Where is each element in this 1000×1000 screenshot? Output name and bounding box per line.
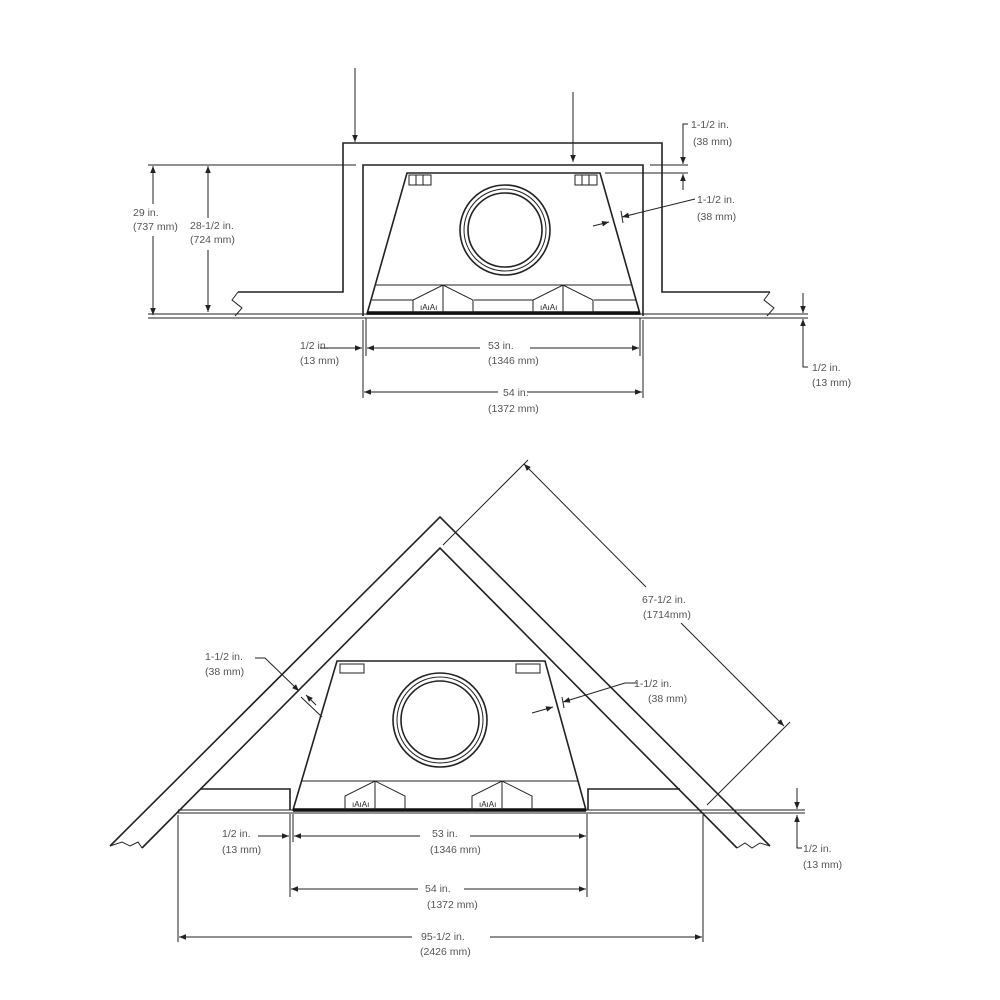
dim-label: (1372 mm) bbox=[488, 403, 539, 415]
dim-label: 1-1/2 in. bbox=[691, 119, 729, 131]
dim-label: 1/2 in. bbox=[222, 828, 251, 840]
dim-label: 1/2 in. bbox=[812, 362, 841, 374]
dim-label: 54 in. bbox=[503, 387, 529, 399]
dim-label: (13 mm) bbox=[803, 859, 842, 871]
svg-text:ıAıAı: ıAıAı bbox=[420, 303, 437, 312]
dimension-left-clearance bbox=[255, 657, 300, 692]
fireplace-unit: ıAıAı ıAıAı bbox=[365, 172, 642, 315]
bottom-view: ıAıAı ıAıAı 67-1/2 in. (1714mm) 1-1/2 in… bbox=[109, 459, 842, 958]
dim-label: 53 in. bbox=[432, 828, 458, 840]
dim-label: 1-1/2 in. bbox=[697, 194, 735, 206]
dimension-side-clearance bbox=[621, 198, 696, 219]
dim-label: (737 mm) bbox=[133, 221, 178, 233]
roof-outer bbox=[109, 515, 771, 847]
dim-label: 1-1/2 in. bbox=[634, 678, 672, 690]
dim-label: (13 mm) bbox=[300, 355, 339, 367]
dim-label: 1/2 in. bbox=[803, 843, 832, 855]
flue-collar bbox=[392, 672, 488, 768]
dim-label: (1372 mm) bbox=[427, 899, 478, 911]
dim-label: (13 mm) bbox=[812, 377, 851, 389]
dim-label: (38 mm) bbox=[648, 693, 687, 705]
dim-label: 53 in. bbox=[488, 340, 514, 352]
chase-outer bbox=[238, 142, 770, 293]
ceiling-joist-right bbox=[587, 788, 680, 810]
dim-label: 54 in. bbox=[425, 883, 451, 895]
dim-label: 1-1/2 in. bbox=[205, 651, 243, 663]
top-view: ıAıAı ıAıAı 29 in. (737 mm) 28-1/2 in. (… bbox=[128, 68, 851, 415]
break-right bbox=[763, 291, 775, 317]
flue-collar bbox=[459, 184, 551, 276]
roof-inner bbox=[141, 546, 738, 849]
dim-label: (38 mm) bbox=[205, 666, 244, 678]
svg-text:ıAıAı: ıAıAı bbox=[479, 800, 496, 809]
dim-label: (38 mm) bbox=[693, 136, 732, 148]
dim-label: 1/2 in. bbox=[300, 340, 329, 352]
dim-label: (724 mm) bbox=[190, 234, 235, 246]
dim-label: (13 mm) bbox=[222, 844, 261, 856]
chase-inner bbox=[362, 164, 644, 316]
svg-text:ıAıAı: ıAıAı bbox=[540, 303, 557, 312]
dim-label: (2426 mm) bbox=[420, 946, 471, 958]
dimension-right-clearance bbox=[562, 682, 637, 703]
dim-label: 67-1/2 in. bbox=[642, 594, 686, 606]
dim-label: (1346 mm) bbox=[430, 844, 481, 856]
dim-label: (1346 mm) bbox=[488, 355, 539, 367]
dim-label: 29 in. bbox=[133, 207, 159, 219]
dim-label: 95-1/2 in. bbox=[421, 931, 465, 943]
dimension-top-clearance bbox=[680, 123, 688, 164]
fireplace-unit: ıAıAı ıAıAı bbox=[291, 660, 588, 812]
svg-text:ıAıAı: ıAıAı bbox=[352, 800, 369, 809]
break-left bbox=[231, 291, 243, 317]
dimension-rafter bbox=[523, 463, 647, 588]
ceiling-joist-left bbox=[200, 788, 291, 810]
dim-label: (38 mm) bbox=[697, 211, 736, 223]
dim-label: (1714mm) bbox=[643, 609, 691, 621]
dim-label: 28-1/2 in. bbox=[190, 220, 234, 232]
